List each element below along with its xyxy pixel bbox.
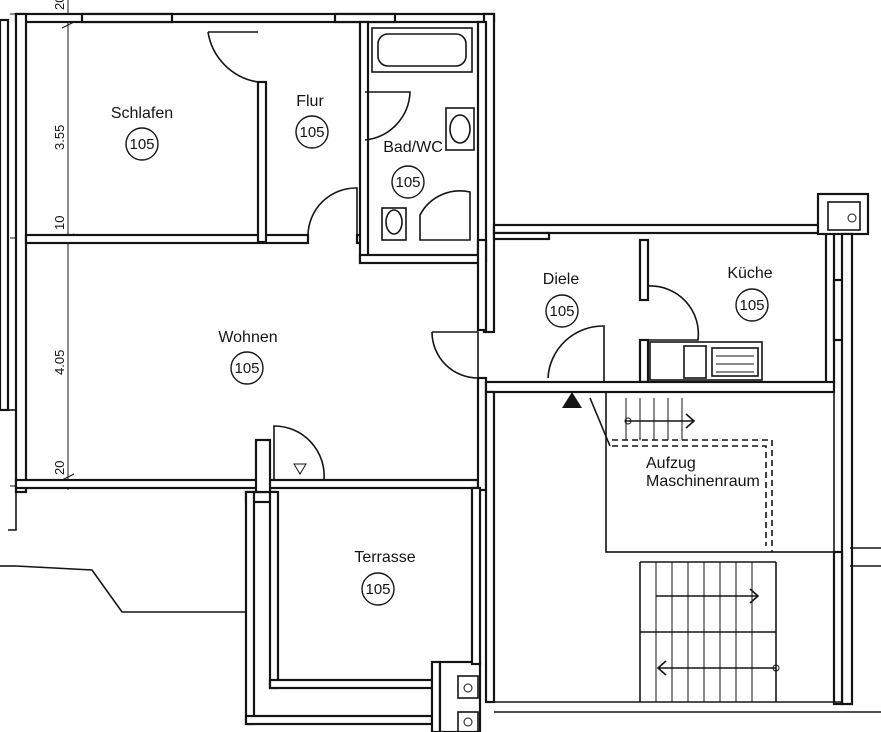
dimension-bottom: 20 (52, 461, 67, 475)
interior-walls (24, 20, 488, 492)
room-label-bad: Bad/WC (383, 139, 443, 156)
room-label-maschinenraum: Maschinenraum (646, 473, 760, 490)
terrace-walls (0, 438, 482, 732)
bathroom-fixtures (371, 27, 475, 241)
dimension-wall: 10 (52, 216, 67, 230)
room-number-kueche: 105 (739, 297, 764, 314)
dimension-top: 20 (52, 0, 67, 10)
entrance-triangle-icon (562, 392, 582, 408)
shower-icon (419, 190, 471, 241)
room-number-terrasse: 105 (365, 581, 390, 598)
room-number-schlafen: 105 (129, 136, 154, 153)
room-number-wohnen: 105 (234, 360, 259, 377)
room-label-flur: Flur (296, 93, 324, 110)
room-number-flur: 105 (299, 124, 324, 141)
room-wohnen: Wohnen 105 (218, 329, 278, 385)
toilet-icon (385, 209, 403, 235)
sink-icon (449, 114, 471, 144)
room-label-kueche: Küche (727, 265, 772, 282)
room-label-wohnen: Wohnen (218, 329, 277, 346)
room-flur: Flur 105 (295, 93, 329, 149)
doors (207, 31, 700, 481)
dimension-schlafen-depth: 3.55 (52, 125, 67, 150)
room-schlafen: Schlafen 105 (111, 105, 173, 161)
room-bad: Bad/WC 105 (383, 139, 443, 199)
outer-walls (0, 12, 496, 494)
bathtub-icon (377, 33, 467, 67)
room-label-diele: Diele (543, 271, 580, 288)
room-label-terrasse: Terrasse (354, 549, 415, 566)
room-number-bad: 105 (395, 174, 420, 191)
room-aufzug: Aufzug Maschinenraum (646, 455, 760, 490)
room-diele: Diele 105 (543, 271, 580, 328)
room-terrasse: Terrasse 105 (354, 549, 416, 606)
room-label-schlafen: Schlafen (111, 105, 173, 122)
stair-core (484, 390, 881, 713)
room-number-diele: 105 (549, 303, 574, 320)
right-walls (484, 192, 870, 706)
room-label-aufzug: Aufzug (646, 455, 696, 472)
room-kueche: Küche 105 (727, 265, 773, 322)
dimension-wohnen-depth: 4.05 (52, 350, 67, 375)
